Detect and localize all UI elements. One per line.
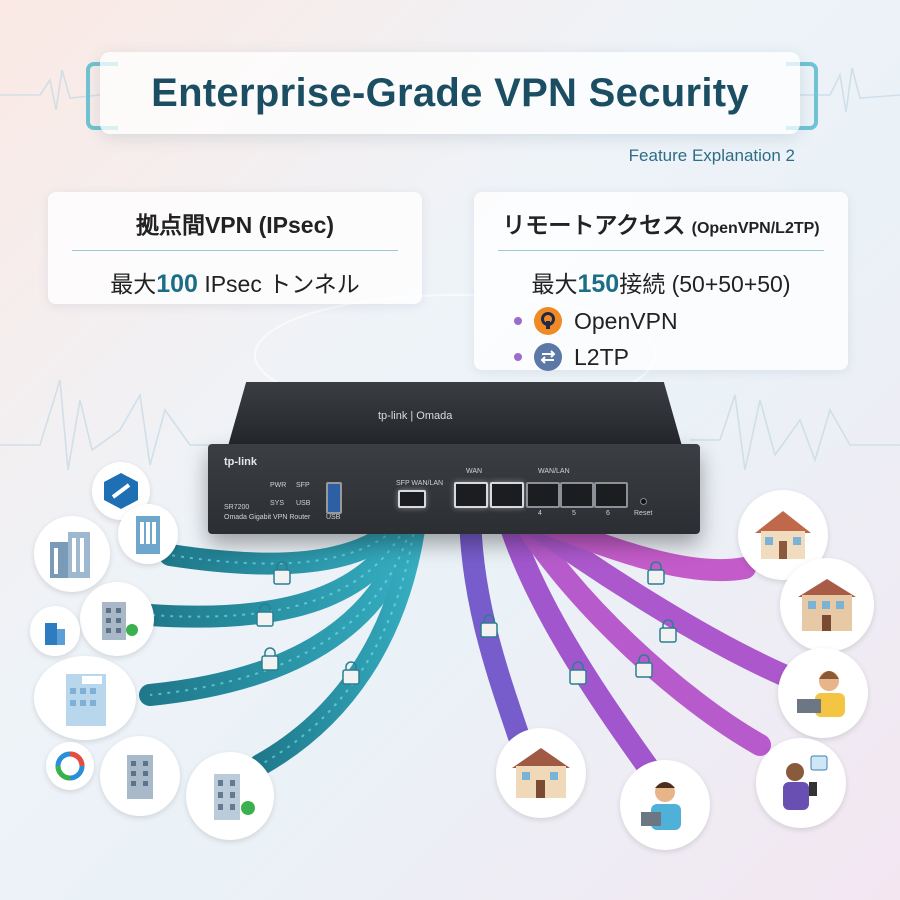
bullet-icon: [514, 353, 522, 361]
title-banner: Enterprise-Grade VPN Security: [100, 52, 800, 134]
remote-access-title: リモートアクセス (OpenVPN/L2TP): [474, 192, 848, 240]
ethernet-port-1: [454, 482, 488, 508]
office-building-icon: [80, 582, 154, 656]
protocol-item-l2tp: L2TP: [514, 343, 848, 371]
protocol-label: L2TP: [574, 343, 629, 370]
reset-label: Reset: [634, 510, 653, 517]
home-house-icon: [496, 728, 586, 818]
usb-port: [326, 482, 342, 514]
small-building-icon: [30, 606, 80, 656]
tp-link-logo: tp-link: [224, 456, 257, 468]
ethernet-port-2: [490, 482, 524, 508]
page-subtitle: Feature Explanation 2: [628, 146, 795, 165]
remote-access-card: リモートアクセス (OpenVPN/L2TP) 最大150接続 (50+50+5…: [474, 192, 848, 371]
sfp-label: SFP WAN/LAN: [396, 480, 444, 487]
townhouse-icon: [780, 558, 874, 652]
bullet-icon: [514, 317, 522, 325]
headquarters-building-icon: [34, 656, 136, 740]
mobile-user-icon: [756, 738, 846, 828]
card-divider: [72, 250, 398, 251]
capacity-prefix: 最大: [531, 271, 578, 297]
remote-worker-laptop-icon: [778, 648, 868, 738]
router-top: tp-link | Omada: [228, 382, 682, 446]
remote-access-capacity: 最大150接続 (50+50+50): [474, 265, 848, 299]
reset-button: [640, 498, 647, 505]
led-label-sys: SYS: [270, 500, 285, 507]
laptop-user-icon: [620, 760, 710, 850]
site-to-site-vpn-card: 拠点間VPN (IPsec) 最大100 IPsec トンネル: [48, 192, 422, 304]
site-to-site-capacity: 最大100 IPsec トンネル: [48, 265, 422, 299]
port-number: 4: [538, 510, 542, 517]
port-number: 6: [606, 510, 610, 517]
padlock-icons: [256, 561, 677, 685]
logo-badge-icon: [92, 462, 150, 520]
building-icon: [118, 504, 178, 564]
remote-access-title-suffix: (OpenVPN/L2TP): [691, 220, 820, 237]
office-with-tree-icon: [186, 752, 274, 840]
capacity-suffix: 接続 (50+50+50): [619, 271, 791, 297]
l2tp-icon: [534, 343, 562, 371]
router-model: SR7200: [224, 504, 250, 511]
protocol-label: OpenVPN: [574, 307, 678, 334]
usb-label: USB: [326, 514, 341, 521]
wanlan-label: WAN/LAN: [538, 468, 570, 475]
app-logo-icon: [46, 742, 94, 790]
led-label-usb: USB: [296, 500, 311, 507]
site-to-site-title: 拠点間VPN (IPsec): [135, 212, 335, 238]
remote-connection-count: 150: [577, 270, 620, 298]
branch-office-icon: [100, 736, 180, 816]
capacity-suffix: IPsec トンネル: [197, 271, 360, 297]
ethernet-port-4: [526, 482, 560, 508]
protocol-item-openvpn: OpenVPN: [514, 307, 848, 335]
capacity-prefix: 最大: [110, 271, 157, 297]
title-bracket-right: [786, 62, 818, 130]
port-number: 5: [572, 510, 576, 517]
office-tower-icon: [34, 516, 110, 592]
page-title: Enterprise-Grade VPN Security: [151, 70, 749, 115]
router-model-desc: Omada Gigabit VPN Router: [224, 514, 311, 521]
card-divider: [498, 250, 824, 251]
remote-access-title-main: リモートアクセス: [502, 212, 686, 238]
openvpn-icon: [534, 307, 562, 335]
ethernet-port-5: [560, 482, 594, 508]
ipsec-tunnel-count: 100: [156, 270, 198, 298]
sfp-port: [398, 490, 426, 508]
led-label-sfp: SFP: [296, 482, 310, 489]
ethernet-port-6: [594, 482, 628, 508]
router-brand-top: tp-link | Omada: [378, 410, 453, 422]
router-front-panel: tp-link SR7200 Omada Gigabit VPN Router …: [208, 444, 700, 534]
wan-label: WAN: [466, 468, 483, 475]
led-label-pwr: PWR: [270, 482, 287, 489]
